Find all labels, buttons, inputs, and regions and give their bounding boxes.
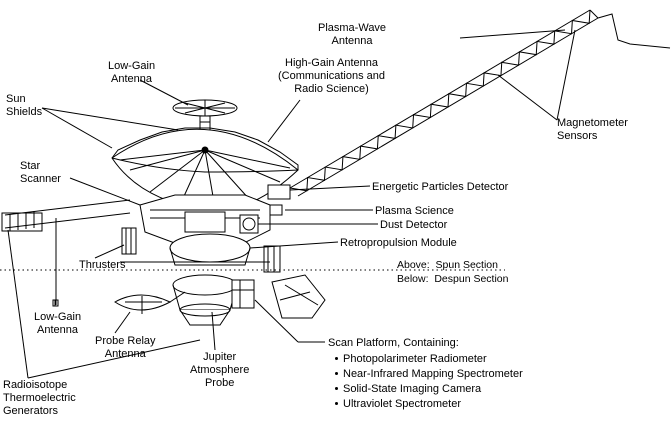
rtg-boom	[1, 199, 131, 307]
label-magnetometer-sensors: Magnetometer Sensors	[557, 117, 628, 142]
scan-platform	[271, 274, 326, 319]
scan-item: Photopolarimeter Radiometer	[333, 353, 523, 366]
label-rtg: Radioisotope Thermoelectric Generators	[3, 379, 76, 417]
scan-item: Solid-State Imaging Camera	[333, 383, 523, 396]
label-probe-relay-antenna: Probe Relay Antenna	[95, 335, 156, 360]
label-retropropulsion: Retropropulsion Module	[340, 237, 457, 249]
scan-platform-list: Photopolarimeter Radiometer Near-Infrare…	[333, 353, 523, 410]
leader-lines	[7, 29, 576, 379]
label-low-gain-antenna-bottom: Low-Gain Antenna	[34, 311, 82, 336]
scan-item: Near-Infrared Mapping Spectrometer	[333, 368, 523, 381]
label-plasma-science: Plasma Science	[375, 205, 454, 217]
despun-section	[172, 274, 255, 326]
scan-item: Ultraviolet Spectrometer	[333, 398, 523, 411]
label-plasma-wave-antenna: Plasma-Wave Antenna	[318, 22, 387, 47]
label-below-despun: Below: Despun Section	[397, 273, 509, 285]
label-jupiter-atmosphere-probe: Jupiter Atmosphere Probe	[190, 351, 250, 389]
high-gain-antenna-dish	[111, 127, 299, 211]
label-sun-shields: Sun Shields	[6, 93, 43, 118]
label-scan-platform-title: Scan Platform, Containing:	[328, 337, 459, 349]
label-above-spun: Above: Spun Section	[397, 259, 498, 271]
spun-section-body	[139, 184, 291, 246]
label-star-scanner: Star Scanner	[20, 160, 61, 185]
label-thrusters: Thrusters	[79, 259, 126, 271]
label-low-gain-antenna-top: Low-Gain Antenna	[108, 60, 156, 85]
label-energetic-particles: Energetic Particles Detector	[372, 181, 509, 193]
magnetometer-boom	[289, 9, 671, 197]
label-dust-detector: Dust Detector	[380, 219, 448, 231]
probe-relay-antenna	[114, 291, 186, 314]
retropropulsion-module	[169, 233, 251, 266]
label-high-gain-antenna: High-Gain Antenna (Communications and Ra…	[278, 57, 385, 95]
